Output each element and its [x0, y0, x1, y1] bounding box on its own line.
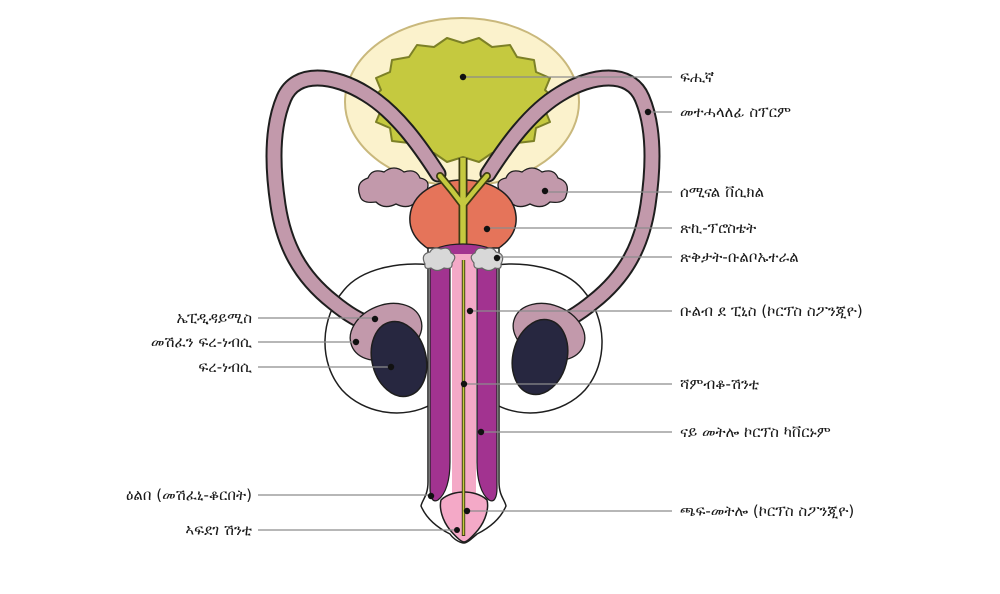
dot-glans	[463, 507, 471, 515]
testis-right-shape	[511, 318, 569, 396]
dot-seminal-vesicle	[541, 187, 549, 195]
dot-urethral-opening	[454, 527, 460, 533]
label-epididymis: ኤፒዲዳይሚስ	[176, 309, 252, 327]
label-urethral-opening: ኣፍደገ ሽንቲ	[185, 521, 252, 539]
dot-vas-deferens	[644, 108, 652, 116]
label-testis-covering: መሽፈን ፍረ-ነብሲ	[150, 333, 252, 351]
label-glans-penis: ጫፍ-መትሎ (ኮርፕስ ስፖንጂዮ)	[680, 502, 855, 520]
vas-deferens-left-shape	[267, 71, 445, 332]
urethra-branches-shape	[437, 173, 490, 208]
label-foreskin: ዕልበ (መሽፈኒ-ቆርበት)	[125, 486, 252, 504]
bulbourethral-left-shape	[422, 247, 456, 272]
leader-lines-left	[258, 317, 455, 531]
label-seminal-vesicle: ሰሚናል ቨሲክል	[680, 183, 765, 201]
dot-bladder	[459, 73, 467, 81]
dot-bulb-of-penis	[466, 307, 474, 315]
label-bulb-of-penis: ቡልብ ደ ፒኒስ (ኮርፕስ ስፖንጂዮ)	[680, 302, 863, 320]
dot-cavernosum	[477, 428, 485, 436]
cavernosum-left-shape	[429, 250, 451, 502]
label-bladder: ፍሒኛ	[680, 68, 715, 86]
seminal-vesicle-left-shape	[357, 167, 429, 208]
leader-dots	[352, 73, 652, 533]
label-prostate-gland: ጽኪ-ፕሮስቴት	[680, 219, 757, 237]
label-corpus-cavernosum: ናይ መትሎ ኮርፕስ ካቨርኑም	[680, 423, 831, 441]
leader-lines-right	[466, 76, 672, 512]
dot-prostate	[483, 225, 491, 233]
dot-testis	[387, 363, 395, 371]
label-testis: ፍረ-ነብሲ	[198, 358, 252, 376]
dot-bulbourethral	[493, 254, 501, 262]
label-vas-deferens: መተሓላለፊ ስፕርም	[680, 103, 791, 121]
label-bulbourethral-glands: ጽቅታት-ቡልቦኡተራል	[680, 248, 799, 266]
seminal-vesicle-right-shape	[497, 167, 569, 208]
vas-deferens-right-shape	[481, 71, 659, 332]
cavernosum-right-shape	[476, 250, 498, 502]
dot-testis-covering	[352, 338, 360, 346]
dot-epididymis	[371, 315, 379, 323]
bulbourethral-right-shape	[470, 247, 504, 272]
testis-left-shape	[370, 320, 428, 398]
dot-foreskin	[427, 492, 435, 500]
dot-urethra	[460, 380, 468, 388]
label-urethra: ሻምብቆ-ሽንቲ	[680, 375, 760, 393]
